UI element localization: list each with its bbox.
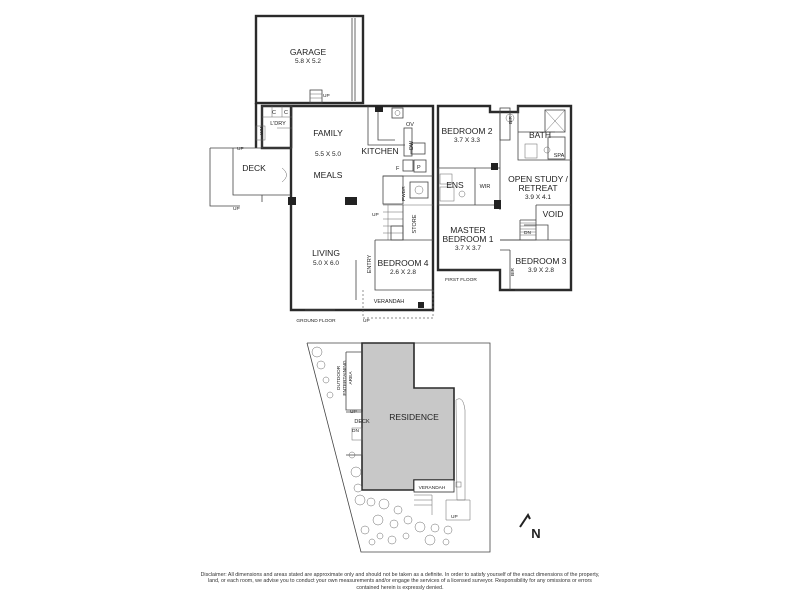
site-dn-label: DN xyxy=(352,428,359,434)
dishwasher-label: DW xyxy=(409,140,415,150)
outdoor-label-2: ENTERTAINING xyxy=(342,360,348,396)
fridge-label: F xyxy=(396,166,400,172)
garage-up-label: UP xyxy=(323,93,330,99)
site-up-label-2: UP xyxy=(451,514,458,520)
first-floor-labels: BEDROOM 2 3.7 X 3.3 BATH SPA ENS WIR OPE… xyxy=(441,115,568,283)
garage-walls xyxy=(254,14,365,105)
living-dim: 5.0 X 6.0 xyxy=(313,260,339,267)
study-label-2: RETREAT xyxy=(518,183,557,193)
powder-label: PWDR xyxy=(401,186,407,201)
bir-label-1: BIR xyxy=(508,115,514,124)
meals-label: MEALS xyxy=(314,170,343,180)
wir-label: WIR xyxy=(480,184,491,190)
ens-label: ENS xyxy=(446,180,464,190)
first-floor-title: FIRST FLOOR xyxy=(445,277,477,283)
bedroom3-dim: 3.9 X 2.8 xyxy=(528,267,554,274)
north-letter: N xyxy=(531,526,540,541)
bath-label: BATH xyxy=(529,130,551,140)
bir-label-2: BIR xyxy=(510,267,516,276)
study-dim: 3.9 X 4.1 xyxy=(525,194,551,201)
pantry-label: P xyxy=(417,165,421,171)
outdoor-label-1: OUTDOOR xyxy=(336,365,342,390)
site-verandah-label: VERANDAH xyxy=(419,485,446,491)
site-plan xyxy=(306,342,491,553)
site-up-label-1: UP xyxy=(350,409,357,415)
site-deck-label: DECK xyxy=(354,419,370,425)
verandah-up-label: UP xyxy=(363,318,370,324)
cupboard-label-2: C xyxy=(284,110,288,116)
deck-label: DECK xyxy=(242,163,266,173)
site-boundary xyxy=(306,342,491,553)
kitchen-label: KITCHEN xyxy=(361,146,398,156)
ground-floor-walls xyxy=(254,103,435,312)
living-label: LIVING xyxy=(312,248,340,258)
first-floor-plan xyxy=(436,104,573,292)
ground-floor-title: GROUND FLOOR xyxy=(296,318,336,324)
wm-label: WM xyxy=(259,126,265,135)
garage-label: GARAGE xyxy=(290,47,327,57)
spa-label: SPA xyxy=(554,153,565,159)
site-plan-labels: RESIDENCE DECK VERANDAH OUTDOOR ENTERTAI… xyxy=(336,360,458,520)
bedroom4-label: BEDROOM 4 xyxy=(377,258,428,268)
family-label: FAMILY xyxy=(313,128,343,138)
master-label-1: MASTER xyxy=(450,225,485,235)
cupboard-label-1: C xyxy=(272,110,276,116)
deck-up-label-1: UP xyxy=(237,146,244,152)
entry-label: ENTRY xyxy=(367,254,373,273)
disclaimer-text: Disclaimer: All dimensions and areas sta… xyxy=(200,572,600,591)
family-dim: 5.5 X 5.0 xyxy=(315,151,341,158)
bedroom2-label: BEDROOM 2 xyxy=(441,126,492,136)
stair-up-label: UP xyxy=(372,212,379,218)
garage-dim: 5.8 X 5.2 xyxy=(295,58,321,65)
study-label-1: OPEN STUDY / xyxy=(508,174,568,184)
stair-dn-label: DN xyxy=(524,230,531,236)
bedroom4-dim: 2.6 X 2.8 xyxy=(390,269,416,276)
master-dim: 3.7 X 3.7 xyxy=(455,245,481,252)
store-label: STORE xyxy=(412,214,418,233)
site-trees xyxy=(311,346,453,546)
north-arrow-icon: N xyxy=(519,513,541,541)
bedroom3-label: BEDROOM 3 xyxy=(515,256,566,266)
laundry-label: L'DRY xyxy=(270,121,286,127)
verandah-label: VERANDAH xyxy=(374,299,405,305)
void-label: VOID xyxy=(543,209,564,219)
ground-floor-labels: GARAGE 5.8 X 5.2 FAMILY 5.5 X 5.0 MEALS … xyxy=(233,47,429,324)
bedroom2-dim: 3.7 X 3.3 xyxy=(454,137,480,144)
outdoor-label-3: AREA xyxy=(348,371,354,385)
deck-up-label-2: UP xyxy=(233,206,240,212)
ground-floor-plan xyxy=(209,14,435,319)
master-label-2: BEDROOM 1 xyxy=(442,234,493,244)
oven-label: OV xyxy=(406,122,414,128)
residence-label: RESIDENCE xyxy=(389,412,439,422)
